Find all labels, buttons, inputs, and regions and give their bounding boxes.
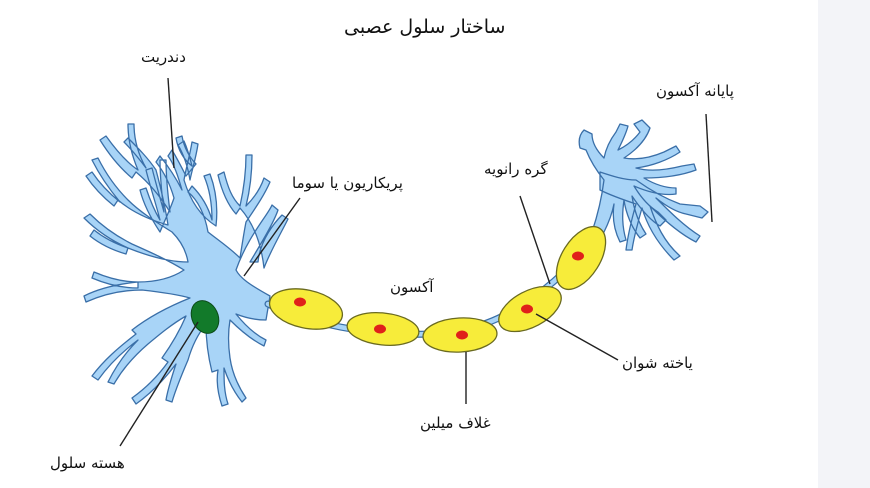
label-axon: آکسون <box>390 278 434 296</box>
leader-dendrite <box>167 77 175 169</box>
axon-terminal-branches <box>578 119 709 261</box>
label-soma: پریکاریون یا سوما <box>292 174 403 192</box>
label-dendrite: دندریت <box>141 48 186 66</box>
label-axon-terminal: پایانه آکسون <box>656 82 734 100</box>
schwann-nucleus <box>572 251 584 261</box>
neuron-illustration <box>83 77 713 447</box>
schwann-nucleus <box>374 324 386 334</box>
schwann-nucleus <box>294 297 306 307</box>
label-node-of-ranvier: گره رانویه <box>484 160 548 178</box>
leader-lines <box>119 77 713 447</box>
diagram-panel <box>0 0 818 488</box>
leader-node <box>519 195 551 285</box>
leader-soma <box>243 197 301 277</box>
cell-nucleus <box>190 300 220 334</box>
schwann-nucleus <box>521 304 533 314</box>
leader-nucleus <box>119 321 199 447</box>
label-schwann-cell: یاخته شوان <box>622 354 693 372</box>
label-nucleus: هسته سلول <box>50 454 125 472</box>
myelin-segment <box>268 288 344 330</box>
diagram-title: ساختار سلول عصبی <box>344 16 506 38</box>
leader-terminal <box>705 113 713 223</box>
leader-schwann <box>535 313 619 361</box>
label-myelin-sheath: غلاف میلین <box>420 414 491 432</box>
neuron-cell-body <box>83 123 289 407</box>
schwann-nucleus <box>456 330 468 340</box>
page-gutter <box>818 0 870 488</box>
schwann-nuclei <box>294 251 584 340</box>
myelin-segments <box>268 226 607 353</box>
